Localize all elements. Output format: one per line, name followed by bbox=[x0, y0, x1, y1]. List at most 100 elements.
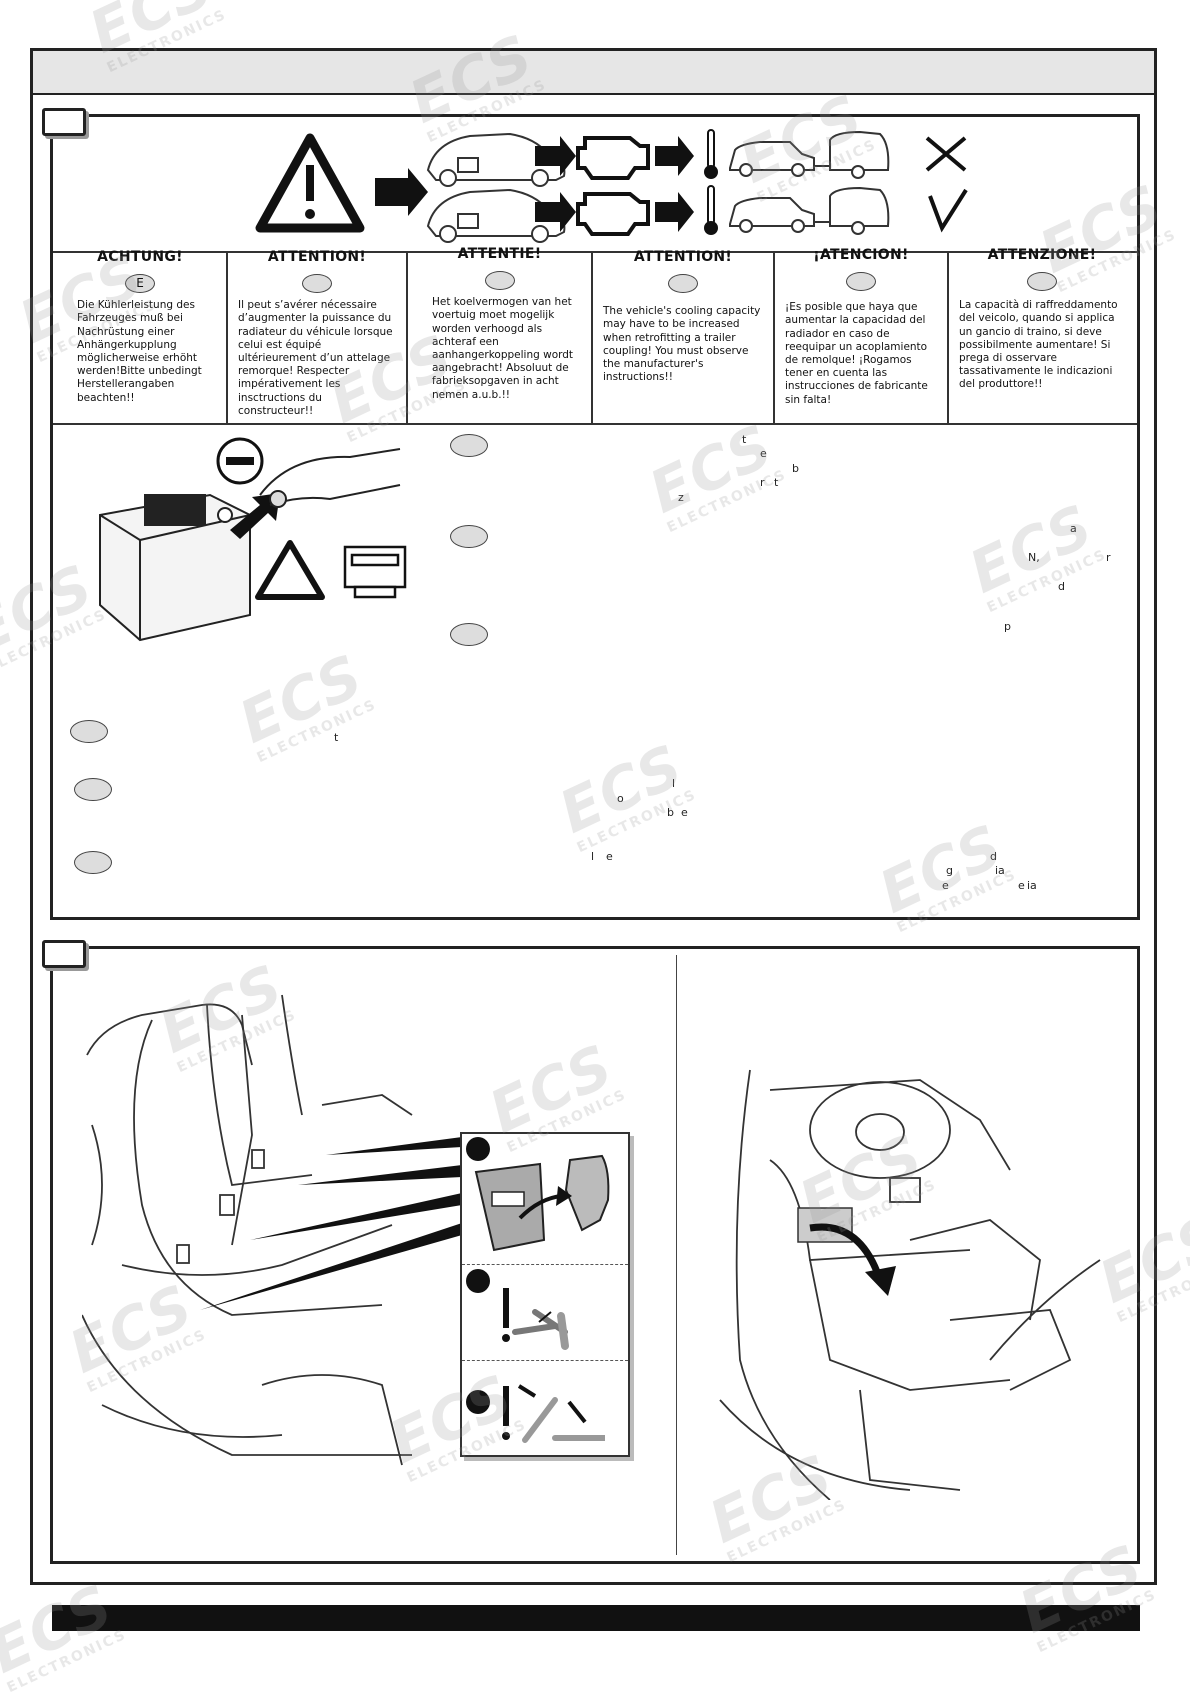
warning-heading: ACHTUNG! bbox=[97, 249, 183, 265]
arrow-right-icon bbox=[375, 168, 428, 216]
warning-heading: ATTENZIONE! bbox=[987, 247, 1097, 263]
text-fragment: e bbox=[606, 850, 613, 863]
rear-seat-illustration bbox=[82, 994, 413, 1466]
text-fragment: r bbox=[760, 476, 765, 489]
text-fragment: g bbox=[946, 864, 953, 877]
warning-nl: ATTENTIE! Het koelvermogen van het voert… bbox=[408, 246, 591, 420]
car-front-icon-top bbox=[426, 132, 566, 187]
warning-text: Het koelvermogen van het voertuig moet m… bbox=[432, 296, 574, 401]
footer-bar bbox=[52, 1605, 1140, 1631]
text-fragment: r bbox=[1106, 551, 1111, 564]
panel-divider bbox=[676, 955, 677, 1555]
battery-disconnect-illustration bbox=[99, 437, 407, 642]
arrow-right-icon bbox=[535, 192, 576, 232]
warning-triangle-icon bbox=[255, 133, 365, 233]
warning-text: The vehicle's cooling capacity may have … bbox=[603, 305, 761, 384]
page-frame bbox=[30, 48, 1157, 1585]
language-marker: E bbox=[125, 274, 155, 294]
warning-text: La capacità di raffreddamento del veicol… bbox=[959, 299, 1118, 391]
divider bbox=[53, 423, 1137, 425]
warning-text: ¡Es posible que haya que aumentar la cap… bbox=[785, 301, 928, 406]
text-fragment: e bbox=[942, 879, 949, 892]
text-fragment: l bbox=[672, 777, 676, 790]
warning-text: Die Kühlerleistung des Fahrzeuges muß be… bbox=[77, 299, 202, 404]
language-marker bbox=[302, 274, 332, 294]
warning-heading: ¡ATENCION! bbox=[813, 247, 909, 263]
divider bbox=[406, 251, 408, 423]
step-dot bbox=[466, 1390, 490, 1414]
footwell-illustration bbox=[719, 1069, 1101, 1500]
text-fragment: a bbox=[1070, 522, 1077, 535]
divider bbox=[947, 251, 949, 423]
warning-fr: ATTENTION! Il peut s’avérer nécessaire d… bbox=[228, 249, 406, 423]
hand-icon bbox=[259, 448, 401, 508]
cooling-warning-illustration bbox=[255, 129, 968, 243]
divider bbox=[462, 1264, 628, 1265]
step-marker bbox=[450, 434, 488, 457]
step-marker bbox=[74, 778, 112, 801]
language-marker bbox=[668, 274, 698, 294]
arrow-right-icon bbox=[655, 192, 694, 232]
minus-terminal-icon bbox=[216, 437, 264, 485]
text-fragment: t bbox=[742, 433, 747, 446]
thermometer-icon-bottom bbox=[704, 185, 718, 235]
text-fragment: e bbox=[760, 447, 767, 460]
panel-2-tab bbox=[42, 940, 86, 968]
thermometer-icon-top bbox=[704, 129, 718, 179]
step-marker bbox=[74, 851, 112, 874]
warning-text: Il peut s’avérer nécessaire d’augmenter … bbox=[238, 299, 393, 417]
warning-de: ACHTUNG! E Die Kühlerleistung des Fahrze… bbox=[55, 249, 225, 423]
warning-en: ATTENTION! The vehicle's cooling capacit… bbox=[593, 249, 773, 423]
warning-heading: ATTENTION! bbox=[633, 249, 733, 265]
callout-wedges bbox=[200, 1137, 462, 1310]
text-fragment: e bbox=[1018, 879, 1025, 892]
text-fragment: d bbox=[990, 850, 997, 863]
engine-icon-top bbox=[576, 136, 650, 180]
step-marker bbox=[450, 525, 488, 548]
cover-removal-detail bbox=[474, 1154, 610, 1252]
text-fragment: d bbox=[1058, 580, 1065, 593]
text-fragment: b bbox=[667, 806, 674, 819]
arrow-icon bbox=[230, 493, 280, 539]
battery-icon bbox=[99, 493, 251, 642]
check-icon bbox=[928, 188, 968, 233]
car-caravan-icon-bottom bbox=[729, 186, 890, 235]
seat-fold-detail-1 bbox=[502, 1288, 569, 1350]
step-marker bbox=[450, 623, 488, 646]
text-fragment: z bbox=[678, 491, 684, 504]
warning-es: ¡ATENCION! ¡Es posible que haya que aume… bbox=[775, 247, 947, 421]
language-marker bbox=[484, 271, 515, 291]
warning-triangle-icon bbox=[255, 540, 325, 600]
engine-icon-bottom bbox=[576, 192, 650, 236]
step-marker bbox=[70, 720, 108, 743]
arrow-right-icon bbox=[655, 136, 694, 176]
text-fragment: N, bbox=[1028, 551, 1040, 564]
warning-heading: ATTENTIE! bbox=[457, 246, 542, 262]
car-front-icon-bottom bbox=[426, 188, 566, 243]
radio-unit-icon bbox=[343, 545, 407, 599]
warning-heading: ATTENTION! bbox=[267, 249, 367, 265]
panel-1 bbox=[50, 114, 1140, 920]
cross-icon bbox=[925, 136, 967, 172]
warning-it: ATTENZIONE! La capacità di raffreddament… bbox=[949, 247, 1135, 421]
language-marker bbox=[846, 272, 876, 292]
text-fragment: o bbox=[617, 792, 624, 805]
arrow-icon bbox=[809, 1223, 884, 1282]
text-fragment: ia bbox=[995, 864, 1005, 877]
text-fragment: t bbox=[774, 476, 779, 489]
text-fragment: t bbox=[334, 731, 339, 744]
arrow-right-icon bbox=[535, 136, 576, 176]
text-fragment: b bbox=[792, 462, 799, 475]
divider bbox=[53, 251, 1137, 253]
text-fragment: p bbox=[1004, 620, 1011, 633]
text-fragment: ia bbox=[1027, 879, 1037, 892]
step-dot bbox=[466, 1269, 490, 1293]
divider bbox=[773, 251, 775, 423]
car-caravan-icon-top bbox=[729, 130, 890, 179]
panel-1-tab bbox=[42, 108, 86, 136]
header-bar bbox=[33, 51, 1154, 95]
text-fragment: e bbox=[681, 806, 688, 819]
text-fragment: l bbox=[591, 850, 595, 863]
divider bbox=[226, 251, 228, 423]
